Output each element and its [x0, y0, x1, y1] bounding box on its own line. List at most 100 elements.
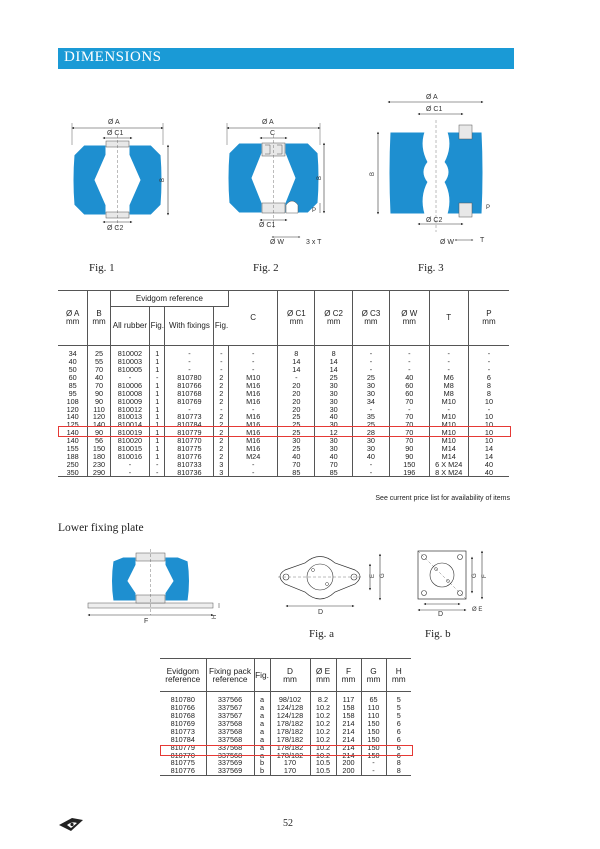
table-cell: 810773 — [160, 727, 207, 736]
table-cell: 65 — [361, 691, 387, 704]
table-cell: 5 — [396, 695, 401, 705]
fixing-plate-table: Evidgom reference Fixing pack reference … — [160, 658, 411, 776]
table-cell: 810736 — [164, 468, 215, 477]
table-cell: 1 — [149, 389, 166, 398]
table-cell: - — [228, 405, 279, 414]
table-cell: 85 — [277, 468, 316, 477]
table-cell: 55 — [87, 357, 111, 366]
table-cell: 140 — [87, 421, 111, 429]
table-cell: 10 — [484, 428, 494, 438]
table-cell: 8 — [486, 380, 491, 390]
table-cell: 2 — [213, 381, 230, 390]
table-cell: 150 — [87, 444, 111, 453]
table-cell: 8 X M24 — [429, 468, 469, 477]
table-cell: - — [389, 345, 430, 358]
table-cell: 214 — [336, 743, 362, 752]
col-fig: Fig. — [149, 306, 166, 346]
fig1-label-c2: Ø C2 — [107, 225, 123, 232]
table-cell: 810003 — [110, 357, 151, 366]
table-cell: 5 — [396, 711, 401, 721]
table-cell: 214 — [336, 719, 362, 728]
header-bar — [58, 48, 514, 69]
table-cell: 40 — [87, 373, 111, 382]
table-cell: 178/182 — [270, 719, 311, 728]
fig1-label-b: B — [160, 178, 166, 182]
table-cell: a — [254, 719, 271, 728]
table-cell: 40 — [484, 467, 494, 477]
table-cell: 810733 — [164, 460, 215, 469]
table-cell: 20 — [277, 405, 316, 414]
fig3-label-b: B — [370, 172, 376, 176]
table-cell: 158 — [336, 711, 362, 720]
table-cell: - — [352, 460, 391, 469]
table-cell: 110 — [87, 405, 111, 414]
table-cell: 40 — [314, 413, 353, 422]
fig1-label-a: Ø A — [108, 119, 120, 126]
table-cell: 10 — [484, 436, 494, 446]
table-cell: - — [164, 405, 215, 414]
figb-label-d: D — [438, 611, 443, 618]
table-cell: 30 — [352, 444, 391, 453]
table-cell: - — [228, 365, 279, 374]
table-cell: 810766 — [160, 703, 207, 712]
table-cell: b — [254, 759, 271, 768]
table-cell: 70 — [314, 460, 353, 469]
table-cell: 50 — [58, 365, 89, 374]
table-cell: 810780 — [164, 373, 215, 382]
table-cell: 2 — [213, 413, 230, 422]
fig2-label-p: P — [312, 208, 316, 214]
table-cell: 110 — [361, 703, 387, 712]
table-cell: 290 — [87, 468, 111, 477]
fig2-label-c: C — [270, 130, 275, 137]
fig1-drawing: Ø A Ø C1 B Ø C2 — [71, 119, 170, 232]
table-cell: - — [429, 357, 469, 366]
table-cell: 170 — [270, 767, 311, 776]
table-cell: 2 — [213, 436, 230, 445]
table-cell: 810768 — [160, 711, 207, 720]
table-cell: 810005 — [110, 365, 151, 374]
table-cell: 810776 — [164, 452, 215, 461]
table-cell: - — [228, 460, 279, 469]
table-cell: 810009 — [110, 397, 151, 406]
table-cell: 108 — [58, 397, 89, 406]
table-cell: 35 — [352, 413, 391, 422]
table-cell: 810780 — [160, 691, 207, 704]
table-cell: 25 — [352, 421, 391, 429]
table-cell: 150 — [389, 460, 430, 469]
table-cell: 98/102 — [270, 691, 311, 704]
table-cell: 810775 — [160, 759, 207, 768]
table-cell: 25 — [277, 413, 316, 422]
table-cell: 2 — [213, 421, 230, 429]
table-cell: M10 — [429, 421, 469, 429]
table-cell: 25 — [352, 373, 391, 382]
figa-label-d: D — [318, 609, 323, 616]
table-cell: 214 — [336, 735, 362, 744]
table-cell: 337569 — [206, 767, 255, 776]
table-cell: M16 — [228, 428, 279, 437]
col-t: T — [429, 290, 469, 346]
col-c: C — [228, 290, 279, 346]
availability-note: See current price list for availability … — [375, 495, 510, 502]
table-cell: - — [277, 373, 316, 382]
table-cell: - — [389, 357, 430, 366]
table-cell: 810773 — [164, 413, 215, 422]
table-cell: 140 — [58, 428, 89, 437]
table-cell: 1 — [149, 444, 166, 453]
table-cell: 1 — [149, 405, 166, 414]
table-cell: 125 — [58, 421, 89, 429]
table-cell: 5 — [396, 703, 401, 713]
table-cell: - — [213, 357, 230, 366]
table-cell: 8.2 — [310, 691, 337, 704]
figb-label-f: F — [482, 574, 488, 578]
table-cell: 40 — [58, 357, 89, 366]
table-cell: 6 — [396, 734, 401, 744]
